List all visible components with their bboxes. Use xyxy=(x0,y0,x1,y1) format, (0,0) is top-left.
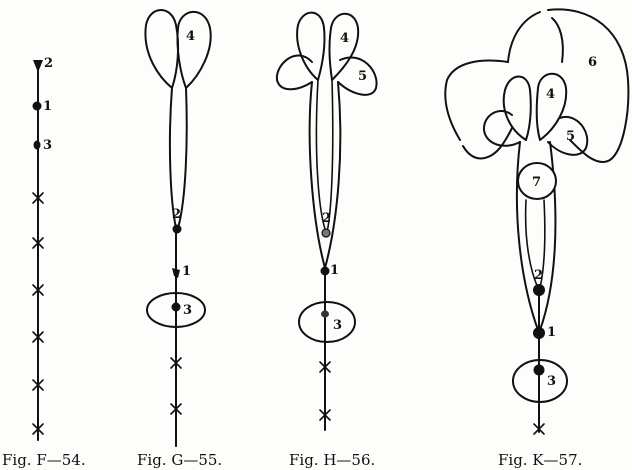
label-2: 2 xyxy=(44,56,53,71)
label-3: 3 xyxy=(183,303,192,318)
figure-g55: 4 2 1 3 Fig. G—55. xyxy=(137,10,222,469)
caption: Fig. G—55. xyxy=(137,451,222,469)
label-3: 3 xyxy=(547,374,556,389)
label-4: 4 xyxy=(340,31,349,46)
node-1-marker xyxy=(33,102,42,111)
ring-3 xyxy=(299,302,355,342)
lobe-mid-left xyxy=(504,77,531,141)
label-1: 1 xyxy=(182,264,191,279)
label-4: 4 xyxy=(546,87,555,102)
node-1-marker xyxy=(321,267,330,276)
label-1: 1 xyxy=(43,99,52,114)
figure-k57: 6 4 5 7 2 1 3 Fig. K—57. xyxy=(445,9,628,469)
inner-right xyxy=(327,80,333,232)
label-2: 2 xyxy=(322,211,331,226)
label-1: 1 xyxy=(330,263,339,278)
lobe-side-left xyxy=(484,111,520,146)
label-7: 7 xyxy=(532,175,541,190)
node-3-marker xyxy=(321,311,329,318)
label-4: 4 xyxy=(186,29,195,44)
label-1: 1 xyxy=(547,325,556,340)
inner-left xyxy=(316,80,326,232)
label-2: 2 xyxy=(534,268,543,283)
label-5: 5 xyxy=(358,69,367,84)
node-2-marker xyxy=(322,229,330,237)
node-3-marker xyxy=(34,141,41,150)
node-1-marker xyxy=(172,268,180,278)
figure-f54: 2 1 3 Fig. F—54. xyxy=(2,56,86,469)
lobe-side-left xyxy=(277,55,312,89)
lobe-4 xyxy=(537,74,567,140)
lobe-upper-left xyxy=(297,13,324,80)
lobe-outer-left xyxy=(445,61,512,159)
caption: Fig. H—56. xyxy=(289,451,375,469)
caption: Fig. F—54. xyxy=(2,451,86,469)
caption: Fig. K—57. xyxy=(498,451,582,469)
node-2-marker xyxy=(533,284,545,296)
node-3-marker xyxy=(172,303,181,312)
node-2-marker xyxy=(173,225,182,234)
lobe-4 xyxy=(329,14,358,80)
lobe-4 xyxy=(177,12,210,88)
label-3: 3 xyxy=(333,318,342,333)
label-2: 2 xyxy=(172,207,181,222)
label-6: 6 xyxy=(588,55,597,70)
figure-h56: 4 5 2 1 3 Fig. H—56. xyxy=(277,13,377,469)
lobe-outer-inner xyxy=(552,18,563,62)
lobe-left xyxy=(145,10,178,88)
label-3: 3 xyxy=(43,138,52,153)
label-5: 5 xyxy=(566,129,575,144)
node-3-marker xyxy=(534,365,545,376)
node-2-marker xyxy=(33,60,43,70)
node-1-marker xyxy=(533,327,545,339)
